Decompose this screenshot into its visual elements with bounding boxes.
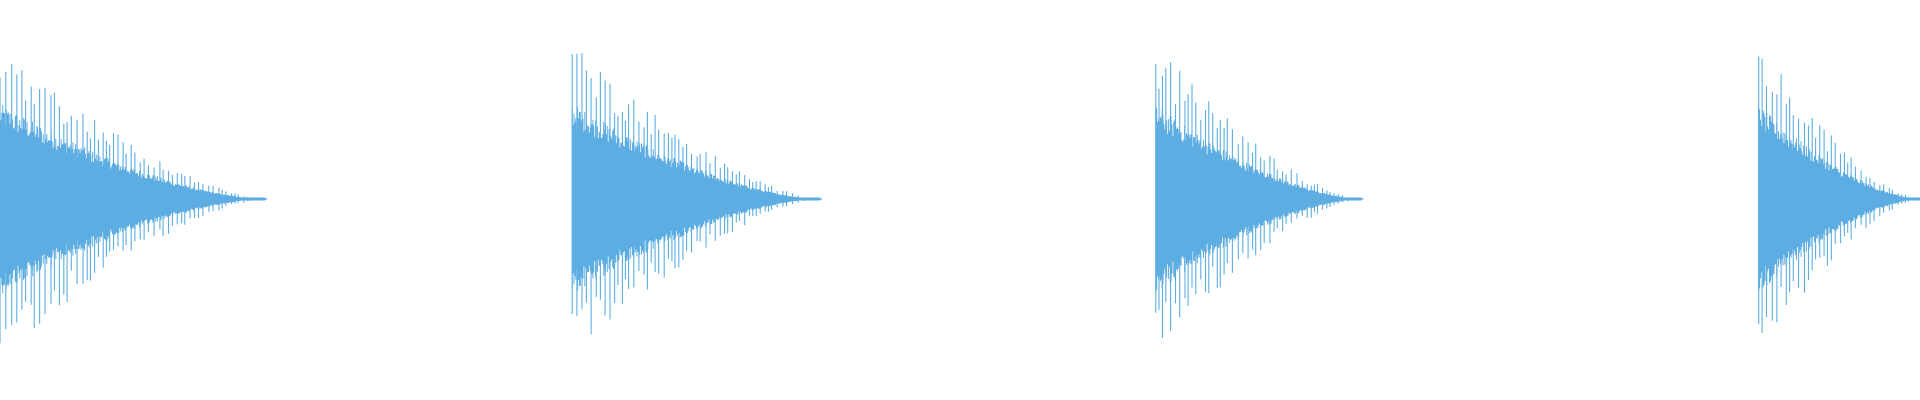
audio-burst-1 <box>0 64 267 344</box>
audio-burst-2 <box>571 53 822 335</box>
audio-burst-4 <box>1758 56 1920 333</box>
audio-bursts <box>0 53 1920 344</box>
audio-burst-3 <box>1155 62 1364 338</box>
